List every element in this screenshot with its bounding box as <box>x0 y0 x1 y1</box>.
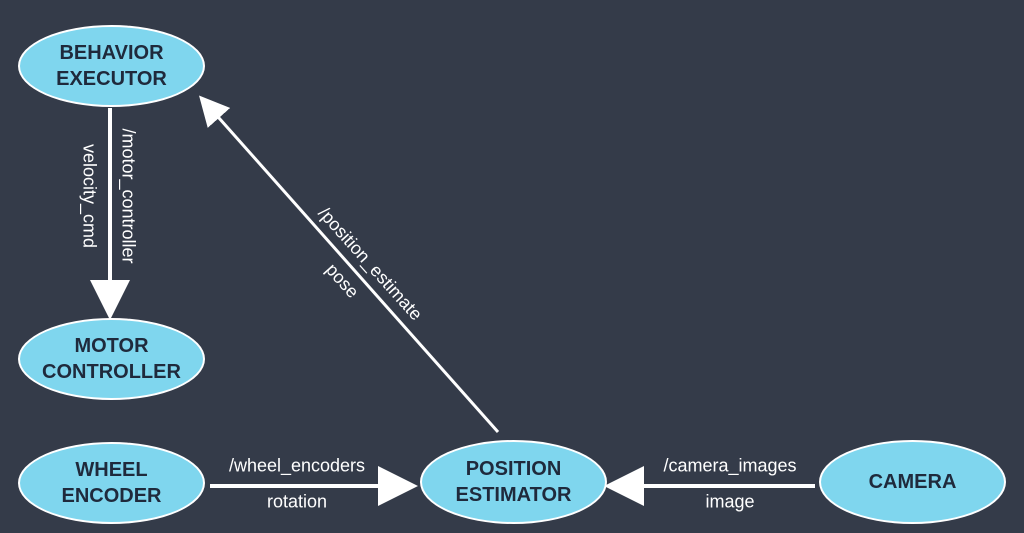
edge-label-image: image <box>705 491 755 512</box>
edge-label-wheel-encoders-topic: /wheel_encoders <box>228 455 366 476</box>
edge-label-rotation: rotation <box>266 491 328 512</box>
node-camera[interactable]: CAMERA <box>819 440 1006 524</box>
node-position-estimator[interactable]: POSITION ESTIMATOR <box>420 440 607 524</box>
node-wheel-encoder[interactable]: WHEEL ENCODER <box>18 442 205 524</box>
node-behavior-executor[interactable]: BEHAVIOR EXECUTOR <box>18 25 205 107</box>
edge-arrow-position-estimate <box>199 95 500 433</box>
edge-label-velocity-cmd: velocity_cmd <box>79 143 100 249</box>
edge-label-motor-controller-topic: /motor_controller <box>118 128 139 264</box>
node-motor-controller[interactable]: MOTOR CONTROLLER <box>18 318 205 400</box>
edge-label-camera-images-topic: /camera_images <box>663 455 797 476</box>
